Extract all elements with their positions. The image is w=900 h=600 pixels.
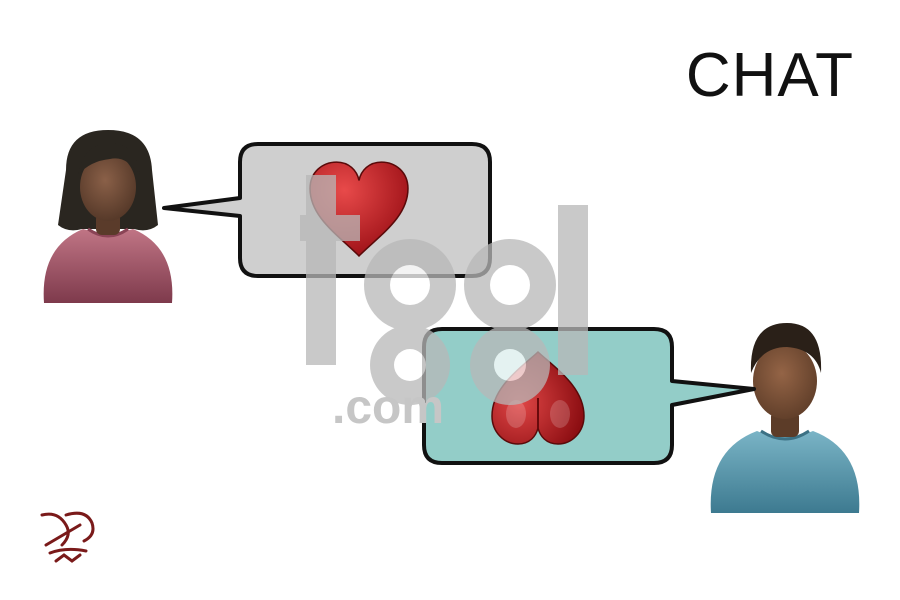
female-avatar-icon bbox=[43, 130, 173, 303]
inverted-heart-icon bbox=[491, 350, 585, 445]
heart-icon bbox=[309, 161, 409, 258]
page-title: CHAT bbox=[685, 41, 854, 110]
male-avatar-icon bbox=[710, 323, 860, 513]
speech-bubble-right bbox=[422, 327, 756, 465]
artist-signature-icon bbox=[40, 511, 95, 563]
